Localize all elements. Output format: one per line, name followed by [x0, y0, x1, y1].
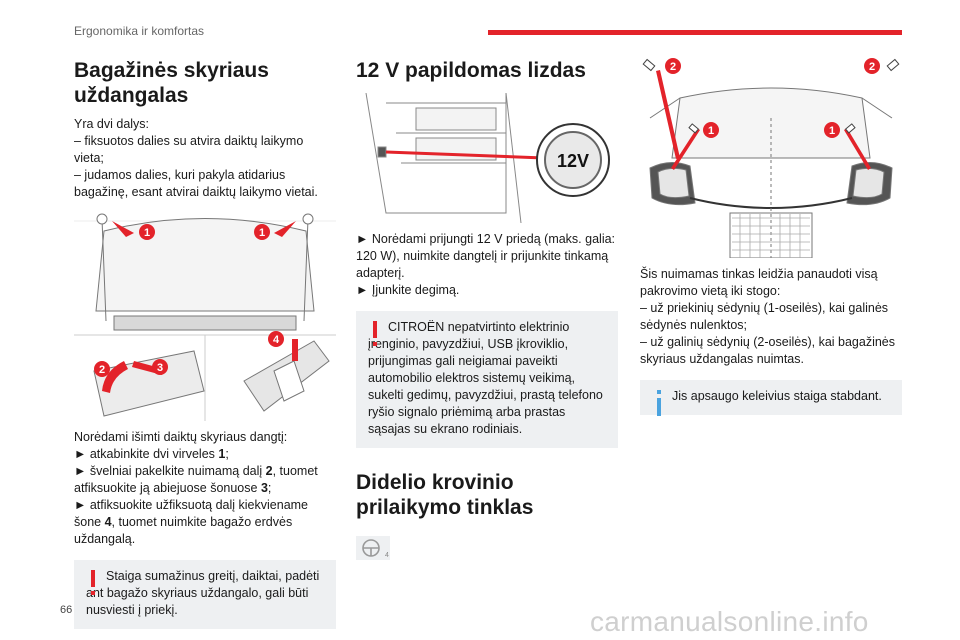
callout-1-right: 1 — [829, 125, 835, 137]
callout-3: 3 — [157, 362, 163, 374]
12v-socket-illustration: 12V — [356, 93, 618, 223]
callout-2: 2 — [99, 364, 105, 376]
section-title-cargo-net: Didelio krovinio prilaikymo tinklas — [356, 471, 534, 519]
intro-text: Yra dvi dalys: — [74, 117, 150, 131]
column-cargo-net: 2 2 1 1 Šis nuimamas tinkas leidžia pana… — [640, 58, 902, 416]
header-accent-bar — [488, 30, 902, 35]
list-item: – už galinių sėdynių (2-oseilės), kai ba… — [640, 335, 896, 366]
callout-1-left: 1 — [708, 125, 714, 137]
step-item: ► atfiksuokite užfiksuotą dalį kiekviena… — [74, 498, 309, 546]
list-item: – fiksuotos dalies su atvira daiktų laik… — [74, 134, 304, 165]
section-title-cargo-cover: Bagažinės skyriaus uždangalas — [74, 59, 269, 107]
watermark: carmanualsonline.info — [590, 606, 869, 637]
callout-1-left: 1 — [144, 227, 150, 239]
step-item: ► Įjunkite degimą. — [356, 283, 460, 297]
step-item: ► švelniai pakelkite nuimamą dalį 2, tuo… — [74, 464, 318, 495]
socket-label: 12V — [557, 151, 589, 171]
step-item: ► atkabinkite dvi virveles 1; — [74, 447, 229, 461]
warning-exclamation-icon — [91, 570, 95, 595]
step-item: ► Norėdami prijungti 12 V priedą (maks. … — [356, 232, 616, 280]
info-notice: Jis apsaugo keleivius staiga stabdant. — [640, 380, 902, 416]
column-cargo-cover: Bagažinės skyriaus uždangalas Yra dvi da… — [74, 58, 336, 629]
callout-1-right: 1 — [259, 227, 265, 239]
callout-2-right: 2 — [869, 61, 875, 73]
info-icon — [657, 390, 661, 416]
steering-wheel-badge: 4 — [385, 552, 389, 559]
list-item: – už priekinių sėdynių (1-oseilės), kai … — [640, 301, 889, 332]
steering-wheel-icon: 4 — [356, 536, 390, 560]
cargo-net-illustration: 2 2 1 1 — [642, 58, 900, 258]
column-12v-socket: 12 V papildomas lizdas 12V ► Norėdami pr… — [356, 58, 618, 565]
callout-4: 4 — [273, 334, 280, 346]
warning-exclamation-icon — [373, 321, 377, 346]
page-number: 66 — [60, 604, 73, 616]
list-item: – judamos dalies, kuri pakyla atidarius … — [74, 168, 318, 199]
section-title-12v: 12 V papildomas lizdas — [356, 59, 586, 82]
running-header: Ergonomika ir komfortas — [74, 24, 205, 38]
net-description: Šis nuimamas tinkas leidžia panaudoti vi… — [640, 267, 878, 298]
remove-intro: Norėdami išimti daiktų skyriaus dangtį: — [74, 430, 288, 444]
warning-notice: CITROËN nepatvirtinto elektrinio įrengin… — [356, 311, 618, 448]
warning-notice: Staiga sumažinus greitį, daiktai, padėti… — [74, 560, 336, 629]
cargo-cover-illustration: 1 1 2 3 4 — [74, 211, 336, 421]
callout-2-left: 2 — [670, 61, 676, 73]
